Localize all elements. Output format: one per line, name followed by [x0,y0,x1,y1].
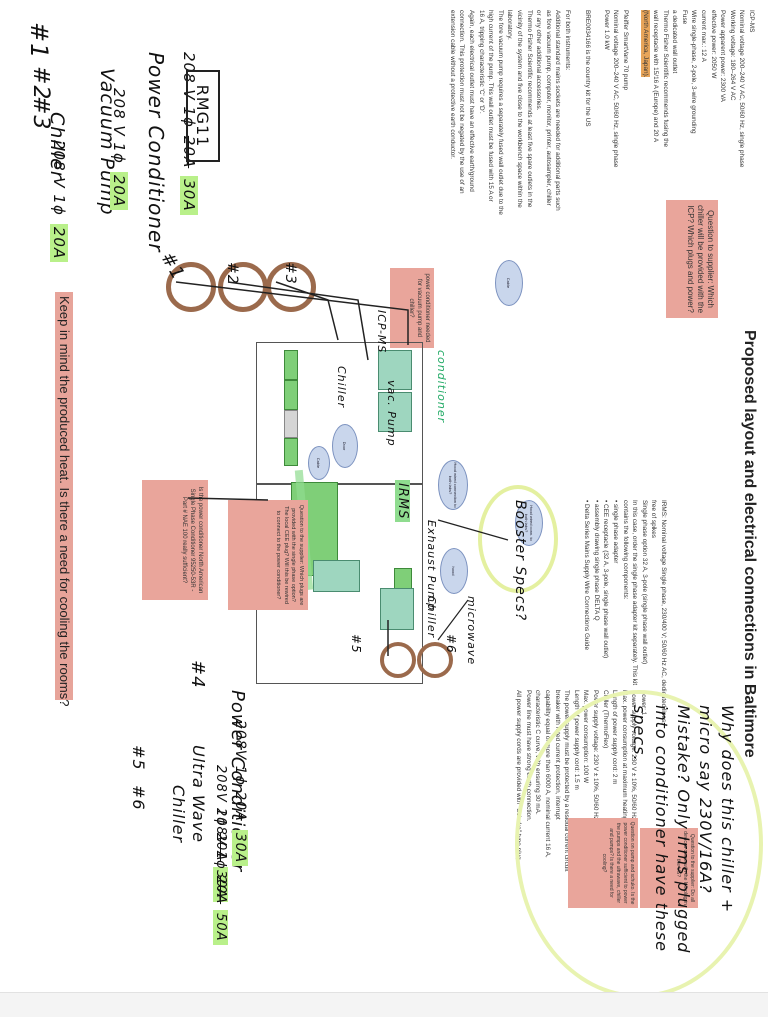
scan-edge [0,992,768,1017]
connector-lines [175,281,509,656]
rotated-document: Proposed layout and electrical connectio… [25,10,763,998]
